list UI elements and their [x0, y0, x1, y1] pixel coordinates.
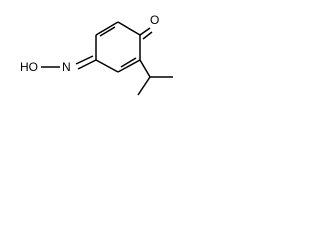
bond-c4-n: [77, 59, 97, 70]
ring-bonds: [95, 21, 141, 73]
bond-c4-c3: [95, 59, 119, 73]
bond-c1-c6: [117, 21, 141, 36]
oxime-bonds: [41, 55, 97, 70]
bond-c3-c2-inner: [120, 57, 137, 68]
bond-c6-c5-inner: [99, 26, 116, 37]
hydroxyl-label: HO: [20, 60, 38, 74]
chemical-structure: O N HO: [20, 13, 173, 96]
ketone-oxygen-label: O: [150, 13, 159, 27]
imine-nitrogen-label: N: [62, 60, 71, 74]
bond-c6-c5: [95, 21, 119, 36]
ketone-bond: [139, 27, 153, 40]
isopropyl-bonds: [137, 59, 173, 96]
bond-c1-o: [139, 27, 151, 36]
bond-c1-o-inner: [142, 31, 153, 40]
bond-c4-n-inner: [75, 55, 94, 65]
bond-ch-ch3-down: [137, 76, 151, 96]
bond-c2-ch: [139, 59, 151, 78]
bond-c3-c2: [117, 59, 141, 73]
